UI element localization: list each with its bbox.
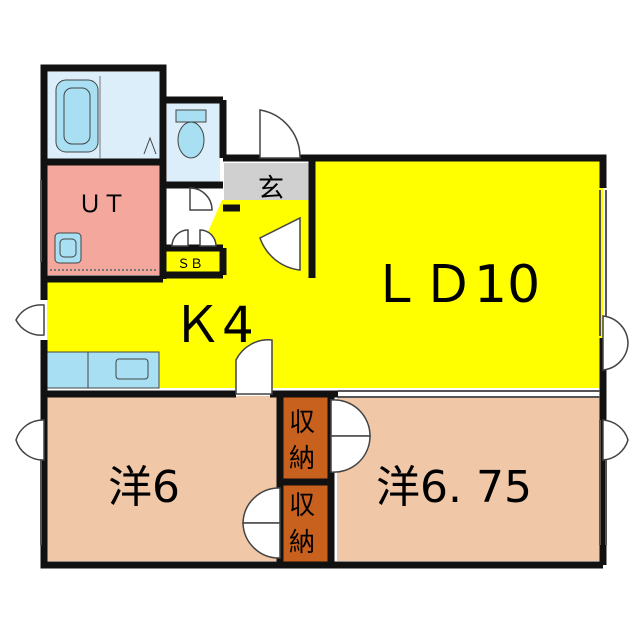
storage-1-label-bottom: 納 (289, 444, 315, 474)
western-room-a-label: 洋6 (108, 462, 180, 513)
ld-label: ＬＤ10 (370, 255, 540, 315)
windows (40, 180, 607, 545)
kitchen-door-swing (235, 339, 273, 395)
ldk-fill (47, 160, 603, 388)
sb-label: ＳＢ (177, 257, 203, 272)
kitchen-label: Ｋ4 (172, 296, 254, 354)
storage-1-door-swing-b (330, 435, 371, 473)
storage-2-label-bottom: 納 (289, 528, 315, 558)
storage-2-label-top: 収 (289, 491, 315, 521)
toilet-tank-icon (175, 109, 207, 123)
kitchen-sink-icon (115, 358, 149, 380)
western-room-a-fill (47, 396, 277, 561)
west-room-a-window-swing (15, 419, 45, 461)
storage-2-door-swing-b (242, 522, 281, 559)
western-room-b-label: 洋6. 75 (376, 462, 532, 513)
ut-label: ＵＴ (78, 190, 126, 218)
storage-1-label-top: 収 (289, 408, 315, 438)
front-door-swing (259, 109, 301, 159)
storage-closet-2 (282, 485, 328, 564)
entry-inner-door-swing (259, 216, 301, 271)
corridor-yellow-fill (200, 200, 275, 280)
sb-door-swing-1 (171, 229, 189, 247)
side-door-swing (15, 304, 45, 336)
western-room-b-fill (337, 396, 602, 561)
door-swings (15, 109, 629, 559)
right-door-swing-1 (602, 315, 629, 371)
toilet-bowl-icon (177, 121, 205, 159)
right-door-swing-2 (602, 419, 629, 461)
entrance-label: 玄 (258, 174, 284, 204)
storage-closet-1 (282, 396, 328, 481)
sb-door-swing-2 (199, 229, 217, 247)
toilet-door-swing (189, 187, 213, 211)
